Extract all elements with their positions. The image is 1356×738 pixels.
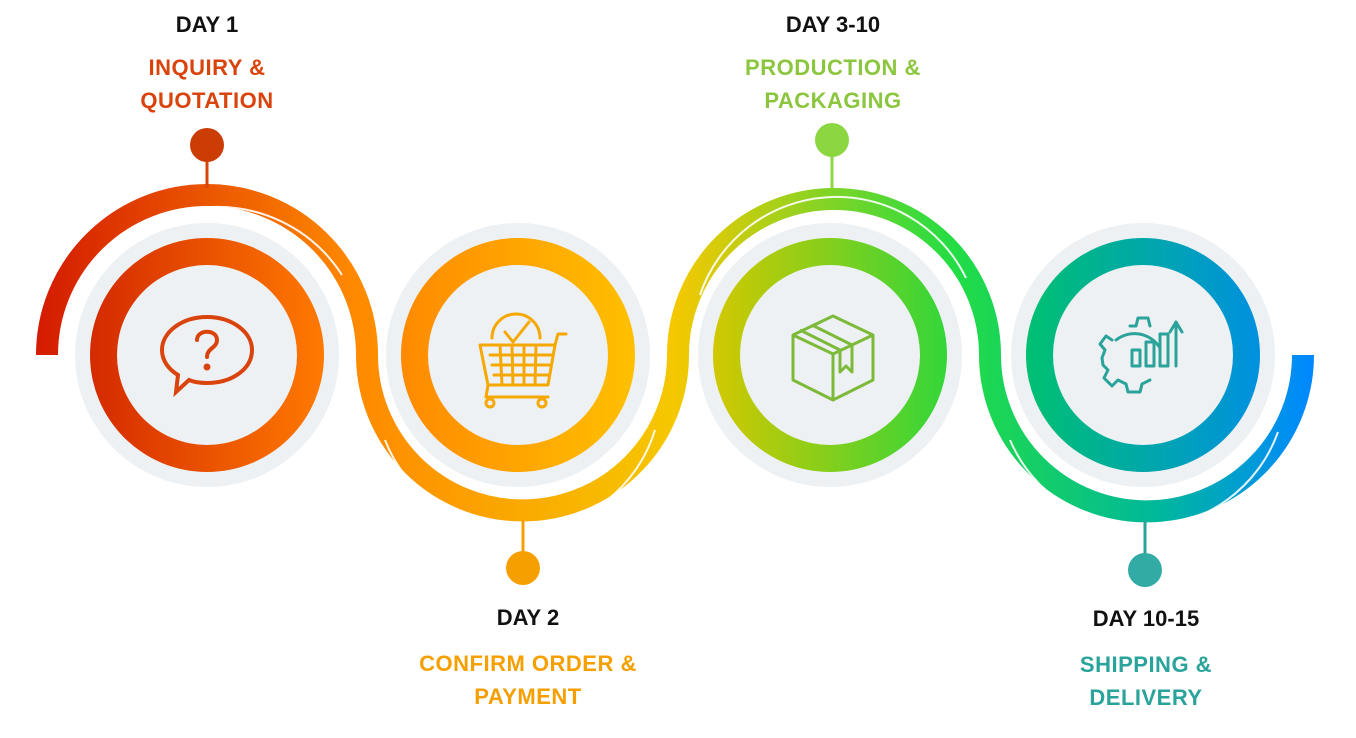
step-4-circle — [1011, 223, 1275, 487]
step-4-label: DAY 10-15 SHIPPING & DELIVERY — [976, 606, 1316, 714]
step-1-title-line2: QUOTATION — [140, 88, 274, 113]
step-4-title-line1: SHIPPING & — [1079, 652, 1213, 677]
step-3-circle — [698, 223, 962, 487]
gear-growth-chart-icon — [1098, 316, 1184, 394]
step-1-title-line1: INQUIRY & — [148, 55, 266, 80]
pin-step-3 — [815, 123, 849, 188]
package-box-icon — [791, 314, 875, 402]
step-3-title: PRODUCTION & PACKAGING — [663, 51, 1003, 117]
step-4-title-line2: DELIVERY — [1089, 685, 1203, 710]
step-3-title-line1: PRODUCTION & — [745, 55, 921, 80]
step-2-title: CONFIRM ORDER & PAYMENT — [358, 647, 698, 713]
pin-step-4 — [1128, 520, 1162, 587]
shopping-cart-check-icon — [478, 312, 568, 409]
step-2-title-line2: PAYMENT — [474, 684, 582, 709]
step-1-day: DAY 1 — [175, 12, 239, 37]
step-3-label: DAY 3-10 PRODUCTION & PACKAGING — [663, 12, 1003, 117]
step-1-title: INQUIRY & QUOTATION — [37, 51, 377, 117]
step-2-title-line1: CONFIRM ORDER & — [419, 651, 637, 676]
step-1-label: DAY 1 INQUIRY & QUOTATION — [37, 12, 377, 117]
question-speech-bubble-icon — [159, 314, 255, 398]
step-2-day: DAY 2 — [496, 605, 560, 630]
pin-step-2 — [506, 520, 540, 585]
step-3-day: DAY 3-10 — [785, 12, 881, 37]
step-3-title-line2: PACKAGING — [764, 88, 902, 113]
timeline-ribbon — [36, 184, 1314, 523]
step-4-day: DAY 10-15 — [1092, 606, 1200, 631]
step-4-title: SHIPPING & DELIVERY — [976, 648, 1316, 714]
step-2-label: DAY 2 CONFIRM ORDER & PAYMENT — [358, 605, 698, 713]
pin-step-1 — [190, 128, 224, 188]
